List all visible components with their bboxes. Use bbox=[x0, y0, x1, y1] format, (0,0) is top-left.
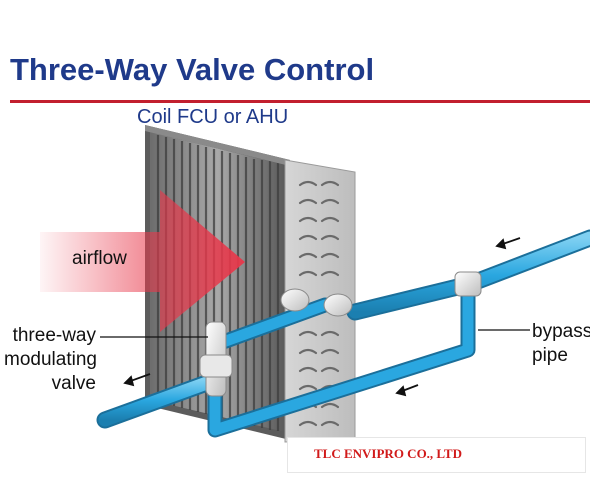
bypass-pipe-label: bypass pipe bbox=[532, 320, 590, 368]
flow-arrow-supply bbox=[495, 237, 521, 250]
company-stamp-text: TLC ENVIPRO CO., LTD bbox=[314, 446, 462, 461]
bypass-label-line: bypass bbox=[532, 321, 590, 342]
valve-label-line: three-way bbox=[12, 325, 96, 346]
valve-label-line: modulating bbox=[4, 349, 97, 370]
bypass-label-line: pipe bbox=[532, 345, 568, 366]
leader-lines bbox=[100, 329, 530, 338]
flow-arrow-leaving bbox=[123, 373, 151, 387]
page-title: Three-Way Valve Control bbox=[10, 52, 375, 87]
coil-caption: Coil FCU or AHU bbox=[137, 106, 289, 128]
airflow-arrow bbox=[40, 190, 245, 332]
valve-label-line: valve bbox=[51, 373, 96, 394]
company-stamp-box bbox=[287, 437, 586, 473]
bypass-tee bbox=[454, 271, 482, 297]
flow-arrow-bypass bbox=[395, 384, 419, 397]
airflow-label: airflow bbox=[72, 248, 127, 269]
valve-label: three-way modulating valve bbox=[4, 324, 97, 396]
title-divider bbox=[10, 100, 590, 103]
flow-arrows bbox=[123, 237, 521, 397]
three-way-valve bbox=[199, 321, 233, 397]
coil-elbows bbox=[280, 288, 353, 317]
